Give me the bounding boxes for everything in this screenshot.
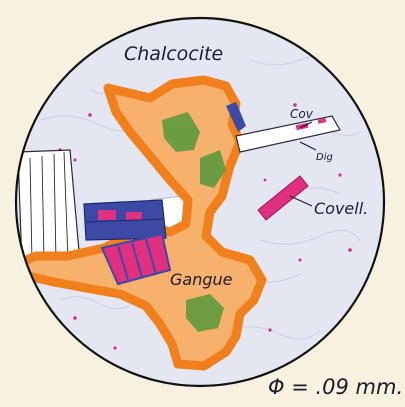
label-covell: Covell. [314, 199, 368, 218]
left-gangue-block [18, 150, 80, 268]
digenite-lath [84, 200, 166, 240]
label-gangue: Gangue [170, 270, 233, 289]
label-cov: Cov [290, 107, 314, 121]
label-dig: Dig [316, 152, 333, 163]
label-chalcocite: Chalcocite [124, 43, 223, 65]
label-scale: Φ = .09 mm. [268, 375, 403, 399]
